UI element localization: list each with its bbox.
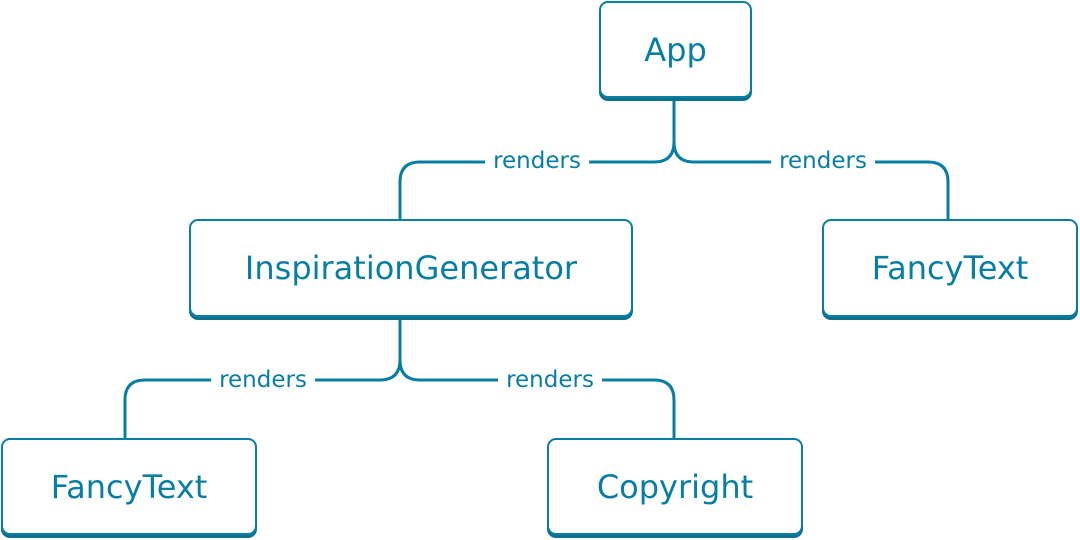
connector-inspiration-to-copyright	[398, 358, 676, 440]
node-fancytext-right: FancyText	[822, 219, 1078, 317]
node-inspiration-generator: InspirationGenerator	[189, 219, 633, 317]
node-fancytext-left: FancyText	[1, 438, 257, 535]
edge-label-app-fancytext: renders	[771, 146, 875, 176]
edge-label-app-inspiration: renders	[485, 146, 589, 176]
node-app: App	[599, 1, 752, 98]
node-copyright: Copyright	[547, 438, 803, 535]
connector-app-to-fancytext	[672, 140, 950, 222]
edge-label-inspiration-copyright: renders	[498, 365, 602, 395]
edge-label-inspiration-fancytext: renders	[211, 365, 315, 395]
